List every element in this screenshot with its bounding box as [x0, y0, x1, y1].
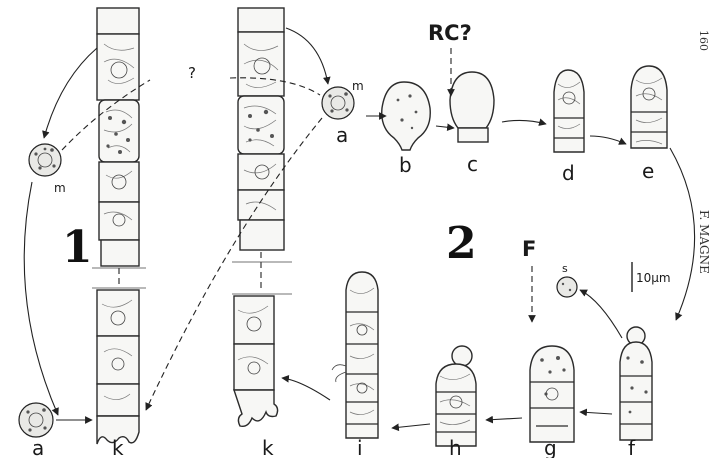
label-rc: RC? — [428, 21, 472, 45]
monospore-m-left — [29, 144, 61, 176]
label-a-top: a — [336, 123, 348, 147]
label-f-arrow: F — [522, 237, 536, 261]
label-k-left: k — [112, 436, 124, 458]
spore-a-bottom — [19, 403, 53, 437]
label-s: s — [562, 262, 568, 275]
author-name: F. MAGNE — [697, 210, 711, 274]
scale-label: 10μm — [636, 271, 671, 285]
label-b: b — [399, 153, 412, 177]
page-number: 160 — [697, 30, 710, 51]
stage-d — [554, 70, 584, 152]
label-a-bottom: a — [32, 436, 44, 458]
label-k-right: k — [262, 436, 274, 458]
stage-e — [631, 66, 667, 148]
label-i: i — [357, 436, 363, 458]
label-question: ? — [188, 64, 196, 82]
label-c: c — [467, 152, 478, 176]
label-d: d — [562, 161, 575, 185]
label-f: f — [628, 436, 636, 458]
label-g: g — [544, 436, 557, 458]
spermatium-s — [557, 277, 577, 297]
stage-c — [450, 72, 494, 142]
filament-1-right — [232, 8, 292, 426]
stage-i — [332, 272, 378, 438]
label-h: h — [449, 436, 462, 458]
label-m-center: m — [352, 79, 364, 93]
stage-g — [530, 346, 574, 442]
monospore-m-center — [322, 87, 354, 119]
stage-h — [436, 346, 476, 446]
stage-f — [620, 327, 652, 440]
filament-1-left — [92, 8, 146, 444]
panel-number-2: 2 — [446, 218, 477, 269]
label-m-left: m — [54, 181, 66, 195]
stage-b — [382, 82, 431, 150]
panel-number-1: 1 — [62, 222, 93, 273]
label-e: e — [642, 159, 654, 183]
